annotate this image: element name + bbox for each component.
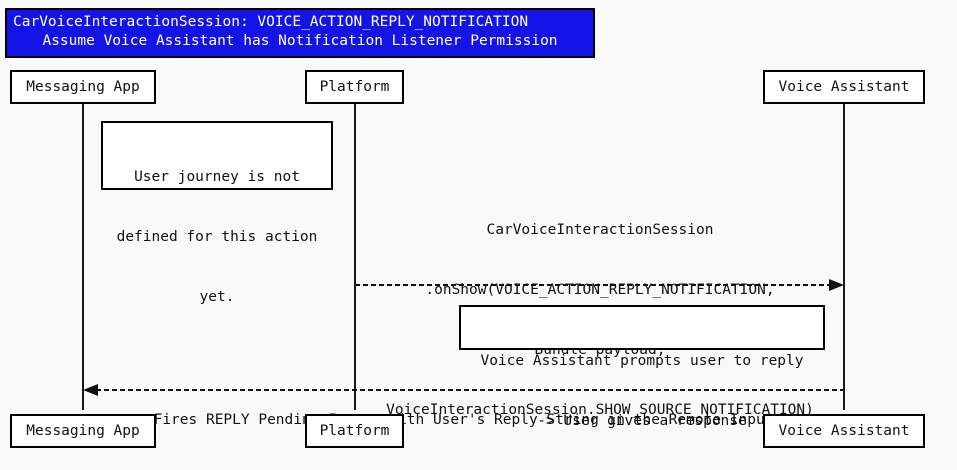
message-arrow-reply-intent (83, 384, 844, 396)
participant-top-voice-assistant[interactable]: Voice Assistant (763, 70, 925, 104)
arrowhead-right-icon (829, 279, 844, 291)
message-label-line-1: CarVoiceInteractionSession (486, 222, 714, 238)
participant-label: Messaging App (26, 423, 140, 439)
note-line-1: User journey is not (134, 169, 300, 185)
lifeline-messaging-app (82, 104, 84, 410)
note-line-3: yet. (199, 289, 235, 305)
note-line-2: -> User gives a response (537, 413, 747, 429)
message-label-reply-intent: Fires REPLY Pending Intent with User's R… (84, 370, 843, 470)
participant-label: Voice Assistant (778, 79, 910, 95)
note-line-1: Voice Assistant prompts user to reply (480, 353, 804, 369)
lifeline-voice-assistant (843, 104, 845, 410)
arrowhead-left-icon (83, 384, 98, 396)
participant-bottom-messaging-app[interactable]: Messaging App (10, 414, 156, 448)
note-voice-prompt: Voice Assistant prompts user to reply ->… (459, 305, 825, 429)
participant-top-messaging-app[interactable]: Messaging App (10, 70, 156, 104)
participant-label: Platform (319, 423, 390, 439)
participant-top-platform[interactable]: Platform (305, 70, 404, 104)
diagram-title-banner: CarVoiceInteractionSession: VOICE_ACTION… (5, 8, 595, 58)
message-label-line-4: VoiceInteractionSession.SHOW_SOURCE_NOTI… (386, 402, 814, 418)
lifeline-platform (354, 104, 356, 410)
participant-bottom-platform[interactable]: Platform (305, 414, 404, 448)
message-label-line-1: Fires REPLY Pending Intent with User's R… (153, 412, 774, 428)
note-user-journey: User journey is not defined for this act… (101, 121, 333, 305)
title-line-1: CarVoiceInteractionSession: VOICE_ACTION… (13, 14, 529, 30)
participant-label: Voice Assistant (778, 423, 910, 439)
participant-label: Platform (319, 79, 390, 95)
note-line-2: defined for this action (116, 229, 318, 245)
participant-label: Messaging App (26, 79, 140, 95)
title-line-2: Assume Voice Assistant has Notification … (42, 33, 558, 49)
participant-bottom-voice-assistant[interactable]: Voice Assistant (763, 414, 925, 448)
message-arrow-onshow (355, 279, 844, 291)
